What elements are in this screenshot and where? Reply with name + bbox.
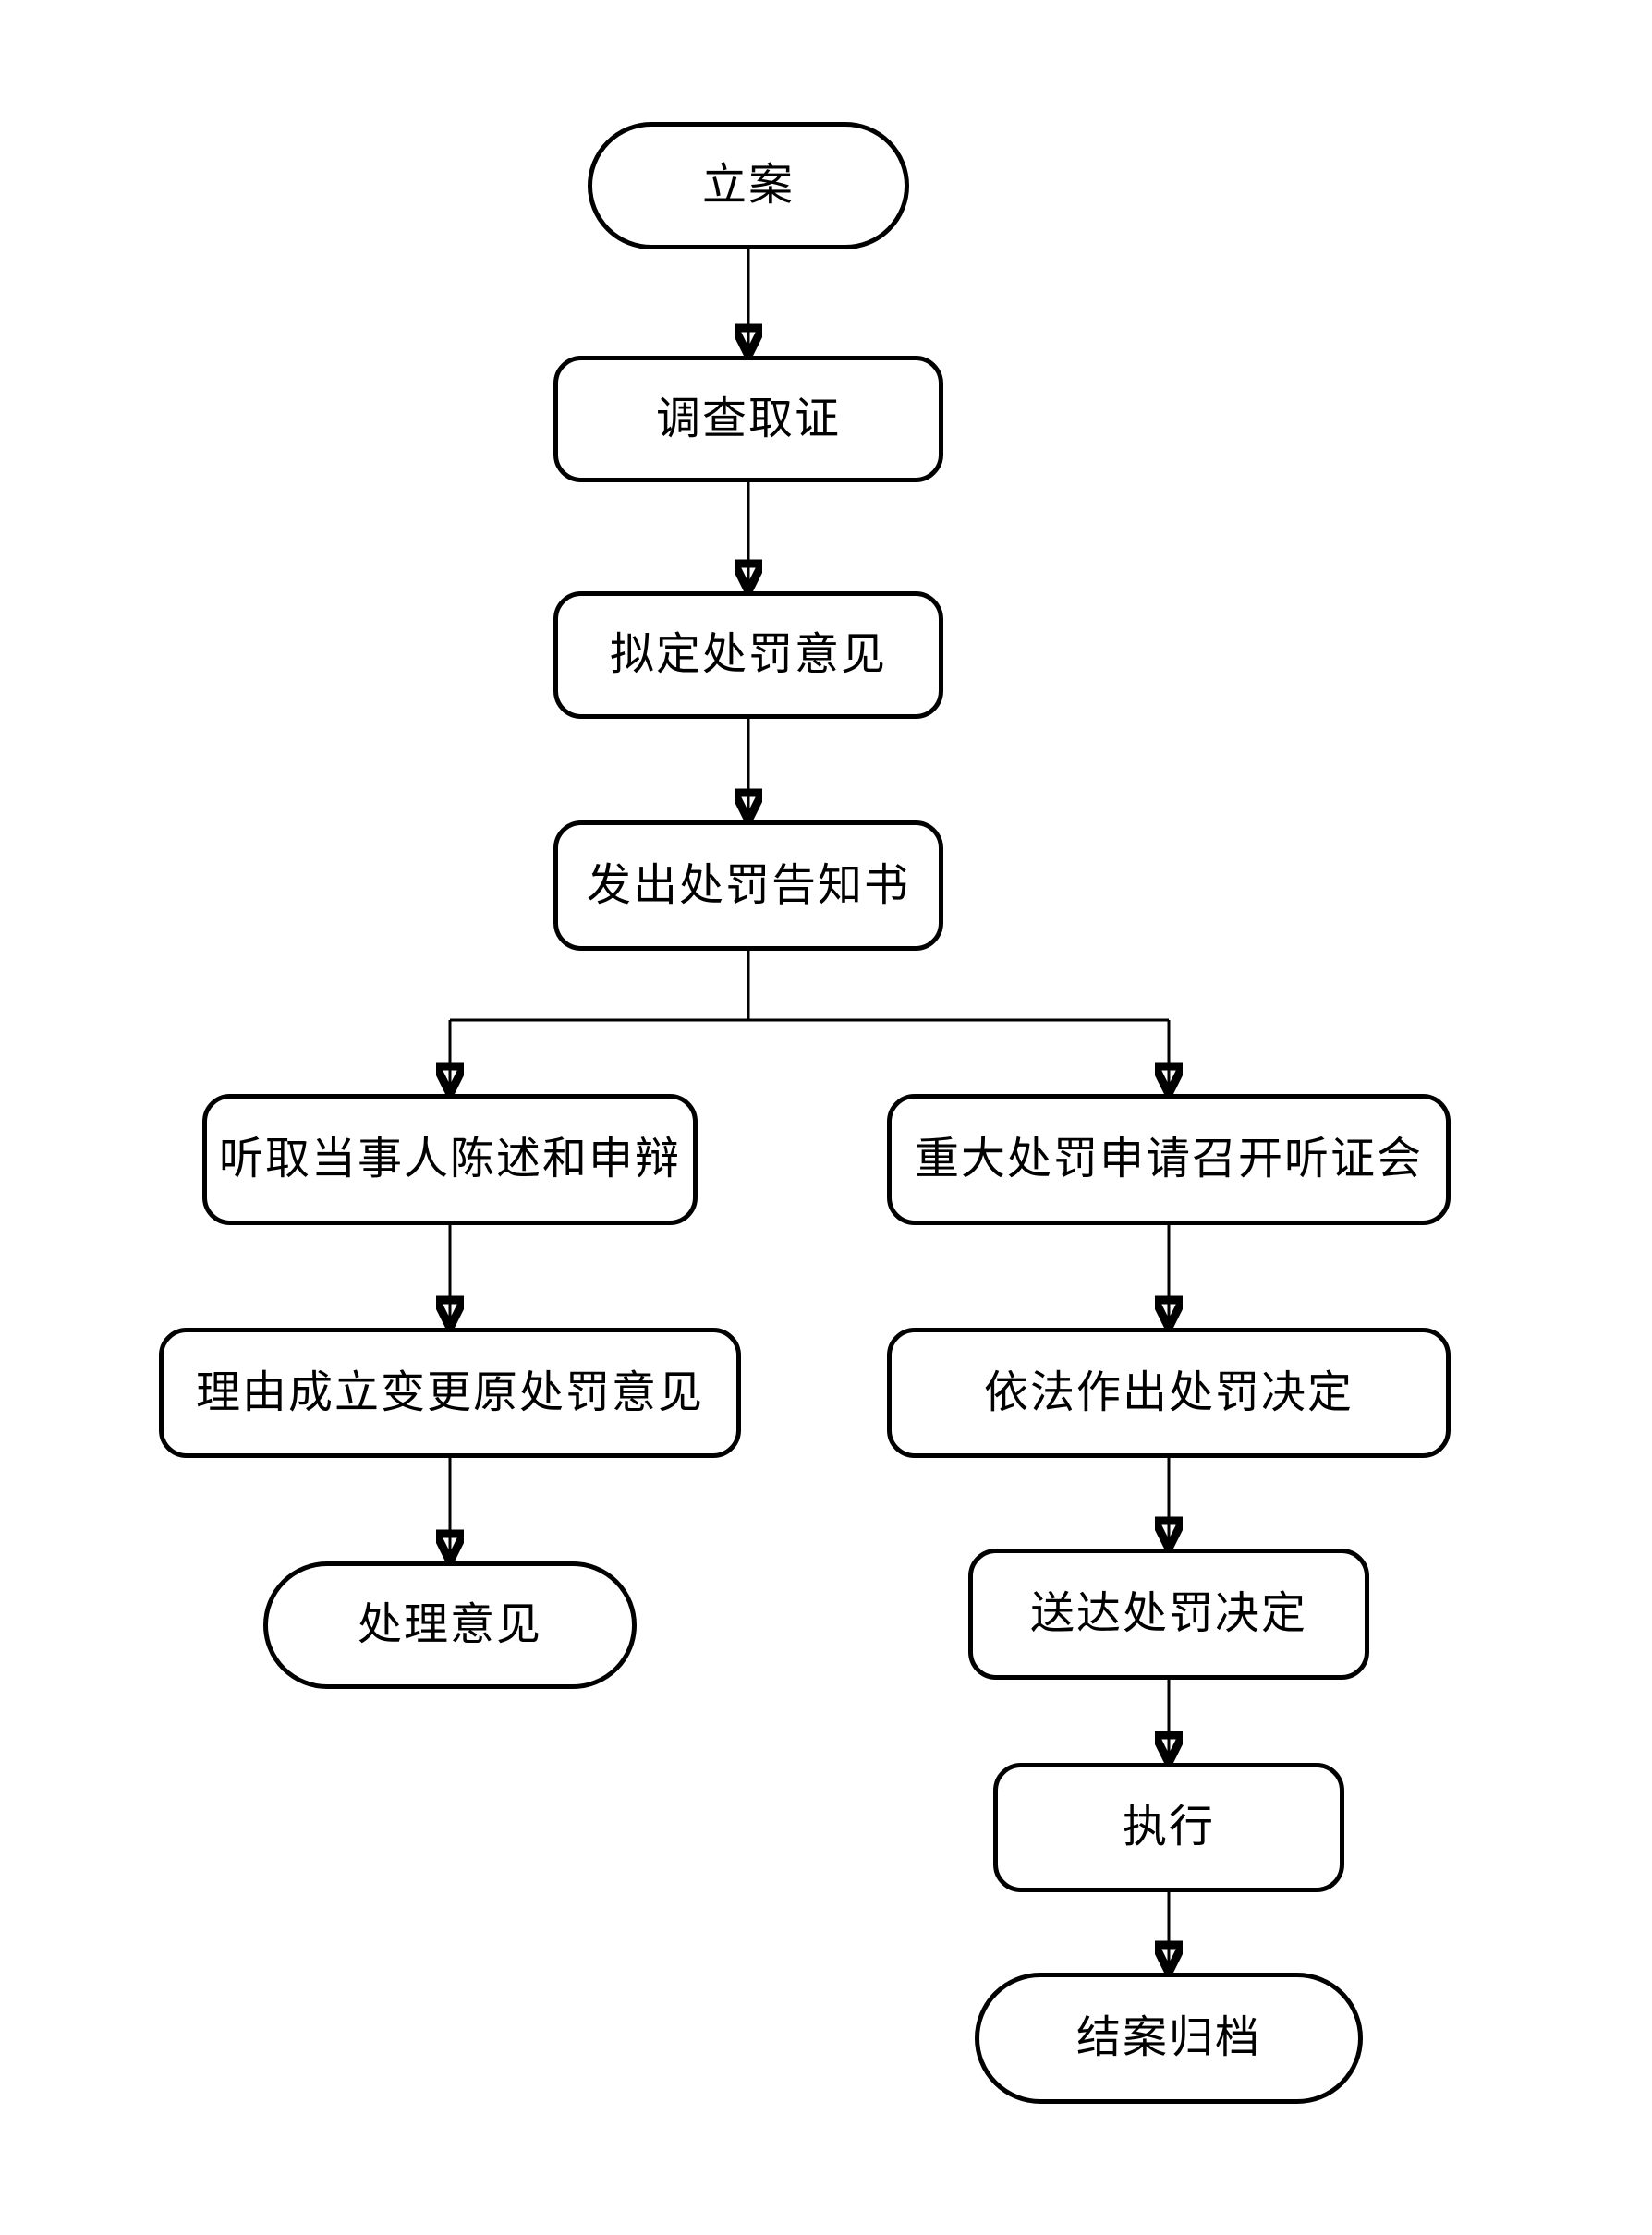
node-make-decision: 依法作出处罚决定 bbox=[887, 1328, 1451, 1458]
node-major-hearing: 重大处罚申请召开听证会 bbox=[887, 1094, 1451, 1225]
node-start-label: 立案 bbox=[701, 161, 795, 210]
node-start: 立案 bbox=[588, 122, 909, 249]
node-make-decision-label: 依法作出处罚决定 bbox=[983, 1367, 1354, 1417]
node-deliver-decision-label: 送达处罚决定 bbox=[1029, 1589, 1307, 1638]
node-hear-statement: 听取当事人陈述和申辩 bbox=[202, 1094, 698, 1225]
node-change-opinion: 理由成立变更原处罚意见 bbox=[159, 1328, 741, 1458]
node-close-archive: 结案归档 bbox=[975, 1973, 1363, 2104]
node-issue-notice: 发出处罚告知书 bbox=[553, 820, 943, 951]
node-close-archive-label: 结案归档 bbox=[1075, 2013, 1261, 2062]
node-handling-opinion-label: 处理意见 bbox=[357, 1600, 542, 1649]
node-major-hearing-label: 重大处罚申请召开听证会 bbox=[914, 1135, 1423, 1184]
node-investigate-label: 调查取证 bbox=[655, 394, 841, 443]
node-handling-opinion: 处理意见 bbox=[263, 1561, 637, 1689]
node-investigate: 调查取证 bbox=[553, 356, 943, 482]
node-deliver-decision: 送达处罚决定 bbox=[968, 1549, 1369, 1680]
node-change-opinion-label: 理由成立变更原处罚意见 bbox=[195, 1367, 704, 1417]
node-issue-notice-label: 发出处罚告知书 bbox=[586, 860, 910, 910]
node-draft-opinion: 拟定处罚意见 bbox=[553, 591, 943, 719]
node-execute-label: 执行 bbox=[1122, 1803, 1215, 1852]
node-draft-opinion-label: 拟定处罚意见 bbox=[609, 630, 887, 679]
node-hear-statement-label: 听取当事人陈述和申辩 bbox=[218, 1135, 681, 1184]
node-execute: 执行 bbox=[993, 1763, 1344, 1892]
